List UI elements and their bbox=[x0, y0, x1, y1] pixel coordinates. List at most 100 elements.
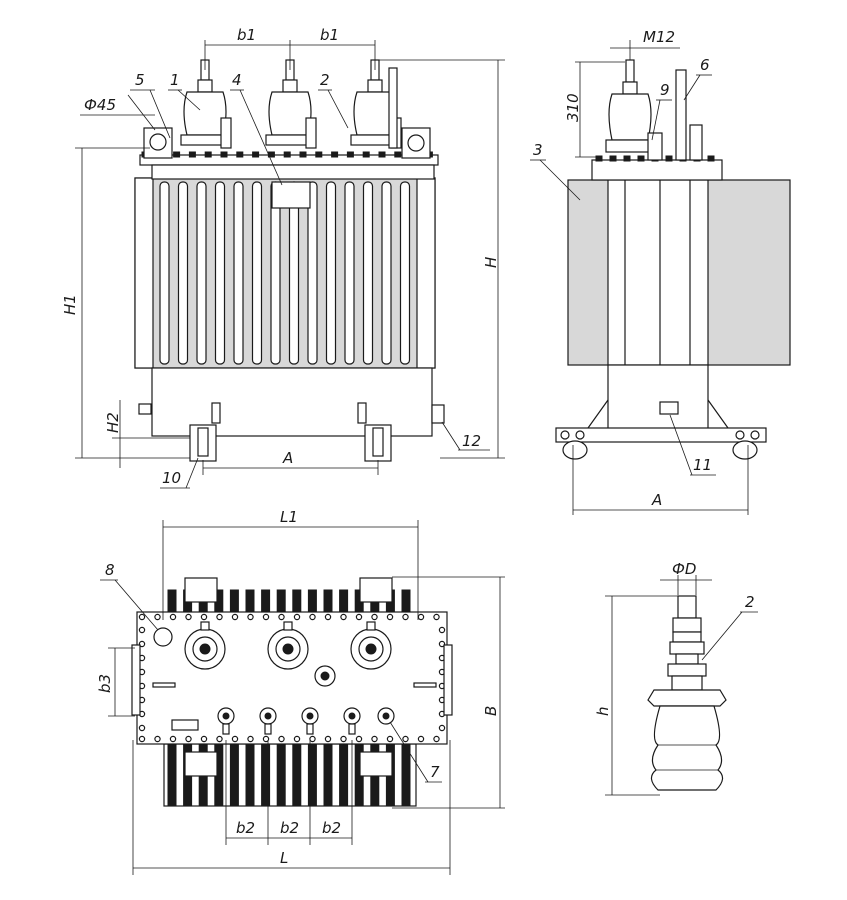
side-base-frame bbox=[555, 427, 767, 443]
dim-A-side: A bbox=[651, 491, 662, 509]
drain-valve bbox=[431, 404, 445, 424]
callout-10: 10 bbox=[162, 469, 181, 487]
callout-12: 12 bbox=[462, 432, 481, 450]
dim-diam45: Ф45 bbox=[84, 96, 116, 114]
top-bolt bbox=[438, 640, 446, 648]
callout-4: 4 bbox=[232, 71, 242, 89]
cover-bolt bbox=[236, 151, 244, 158]
cover-bolt bbox=[362, 151, 370, 158]
top-dimensions: L1 B b3 L b2 b2 b2 bbox=[96, 508, 505, 875]
top-bolt bbox=[216, 735, 223, 743]
top-bolt bbox=[309, 613, 316, 621]
front-fin bbox=[381, 181, 392, 365]
front-fin bbox=[288, 181, 300, 365]
hv-bushing-nut bbox=[282, 79, 298, 93]
front-fin bbox=[399, 181, 411, 365]
callout-2-detail: 2 bbox=[745, 593, 755, 611]
top-bolt bbox=[371, 613, 378, 621]
top-bolt bbox=[278, 613, 285, 621]
lv-bushing-top-lug bbox=[222, 723, 230, 735]
lv-bushing bbox=[305, 117, 317, 149]
top-bolt bbox=[438, 724, 446, 732]
lv-bushing-top-lug bbox=[306, 723, 314, 735]
lv-bushing-top-lug bbox=[348, 723, 356, 735]
top-bolt bbox=[340, 613, 347, 621]
callout-2: 2 bbox=[320, 71, 330, 89]
top-bolt bbox=[324, 613, 332, 621]
top-bolt bbox=[262, 613, 270, 621]
side-bushing-stud bbox=[625, 59, 635, 83]
oil-pipe bbox=[675, 69, 687, 161]
top-view bbox=[131, 577, 453, 807]
top-bolt bbox=[293, 613, 301, 621]
top-bolt bbox=[185, 613, 192, 621]
top-bolt bbox=[386, 613, 394, 621]
top-bolt bbox=[138, 735, 146, 743]
top-fin bbox=[292, 589, 302, 615]
dim-B: B bbox=[482, 706, 500, 716]
cover-bolt bbox=[283, 151, 291, 158]
front-fin bbox=[362, 181, 374, 365]
top-bolt bbox=[247, 735, 254, 743]
top-bolt bbox=[402, 735, 409, 743]
top-bolt bbox=[433, 735, 440, 743]
dim-b1-left: b1 bbox=[237, 26, 256, 44]
dim-310: 310 bbox=[564, 93, 582, 122]
dim-H2: H2 bbox=[104, 412, 122, 433]
dim-h: h bbox=[594, 706, 612, 716]
side-view bbox=[555, 59, 791, 460]
dim-phiD: ФD bbox=[672, 560, 696, 578]
callout-3: 3 bbox=[533, 141, 543, 159]
side-cover-bolt bbox=[595, 155, 603, 162]
top-bolt bbox=[138, 626, 146, 634]
side-bushing-insulator bbox=[608, 93, 652, 141]
callout-8: 8 bbox=[105, 561, 115, 579]
cover-bolt bbox=[188, 151, 196, 158]
front-fin bbox=[177, 181, 189, 365]
side-bushing-flange bbox=[605, 139, 655, 153]
top-fin bbox=[261, 589, 271, 615]
top-bolt bbox=[402, 613, 409, 621]
top-bolt bbox=[231, 735, 239, 743]
detail-flange bbox=[647, 689, 727, 707]
front-fin bbox=[325, 181, 337, 365]
top-fin bbox=[167, 589, 177, 615]
dim-H1: H1 bbox=[61, 294, 79, 315]
callout-7: 7 bbox=[430, 763, 440, 781]
side-cover-bolt bbox=[609, 155, 617, 162]
top-fin bbox=[401, 589, 411, 615]
hv-bushing-top-core bbox=[199, 643, 211, 655]
dim-b2-2: b2 bbox=[280, 819, 299, 837]
rating-plate bbox=[271, 181, 311, 209]
filler-cap bbox=[153, 627, 173, 647]
top-bolt bbox=[355, 735, 363, 743]
dim-M12: M12 bbox=[643, 28, 675, 46]
top-bolt bbox=[138, 640, 146, 648]
front-fin bbox=[307, 181, 318, 365]
detail-stud bbox=[677, 595, 697, 619]
top-bolt bbox=[417, 735, 425, 743]
side-cover-bolt bbox=[623, 155, 631, 162]
side-wheel-right bbox=[732, 440, 758, 460]
front-fin bbox=[270, 181, 281, 365]
dim-A-front: A bbox=[282, 449, 293, 467]
bottom-fin bbox=[276, 741, 286, 807]
top-bolt bbox=[185, 735, 192, 743]
cover-bolt bbox=[331, 151, 339, 158]
bottom-fin bbox=[167, 741, 177, 807]
lv-bushing bbox=[220, 117, 232, 149]
top-fin bbox=[323, 589, 333, 615]
cover-bolt bbox=[378, 151, 386, 158]
dim-b3: b3 bbox=[96, 674, 114, 693]
cover-bolt bbox=[220, 151, 228, 158]
cover-bolt bbox=[346, 151, 354, 158]
side-callouts: 6 9 3 11 bbox=[530, 56, 716, 476]
top-bolt bbox=[371, 735, 378, 743]
side-bushing-nut bbox=[622, 81, 638, 95]
top-bolt bbox=[278, 735, 285, 743]
callout-5: 5 bbox=[135, 71, 145, 89]
top-bolt bbox=[169, 613, 177, 621]
top-bolt bbox=[293, 735, 301, 743]
hv-bushing-top-tab bbox=[366, 621, 376, 631]
